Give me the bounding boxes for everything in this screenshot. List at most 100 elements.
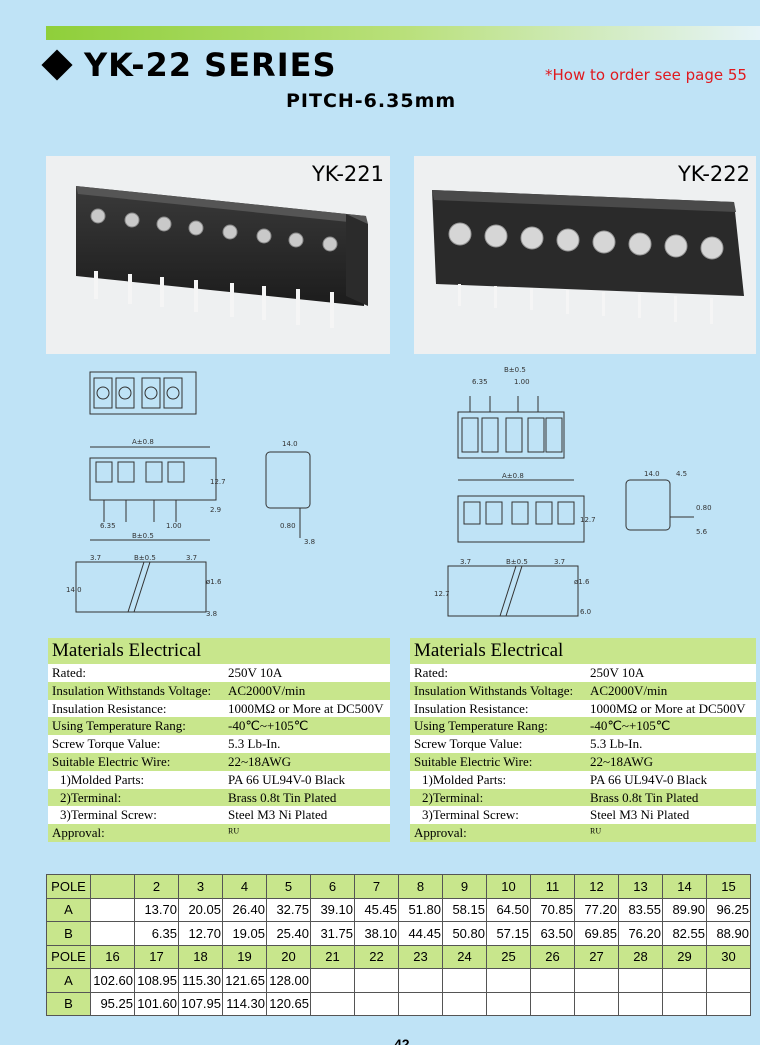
row-label-cell: B (46, 921, 91, 946)
mat-key: Screw Torque Value: (52, 736, 161, 752)
dim-a: A±0.8 (132, 438, 154, 446)
table-cell (354, 991, 399, 1016)
table-cell: 12.70 (178, 921, 223, 946)
dim-a-r: A±0.8 (502, 472, 524, 480)
table-cell: 101.60 (134, 991, 179, 1016)
table-cell: 51.80 (398, 897, 443, 922)
table-cell: 26.40 (222, 897, 267, 922)
table-cell: 21 (310, 944, 355, 969)
table-cell: 27 (574, 944, 619, 969)
table-cell: 115.30 (178, 968, 223, 993)
table-cell: 95.25 (90, 991, 135, 1016)
dim-37a-r: 3.7 (460, 558, 471, 566)
mat-key: 2)Terminal: (60, 789, 122, 805)
row-label-cell: B (46, 991, 91, 1016)
mat-key: Suitable Electric Wire: (52, 753, 171, 769)
materials-table-right: Materials Electrical Rated:250V 10A Insu… (410, 638, 756, 842)
table-cell: 9 (442, 874, 487, 899)
table-cell: 38.10 (354, 921, 399, 946)
dim-pitch: 6.35 (100, 522, 116, 530)
table-cell: 11 (530, 874, 575, 899)
mat-key: Insulation Resistance: (52, 700, 167, 716)
table-cell (90, 921, 135, 946)
mat-key: Approval: (52, 825, 105, 841)
table-cell: 32.75 (266, 897, 311, 922)
mat-key: Rated: (414, 665, 448, 680)
dim-37b-r: 3.7 (554, 558, 565, 566)
ul-approval-icon: ᴿᵁ (228, 825, 240, 841)
mat-val: PA 66 UL94V-0 Black (590, 771, 708, 787)
table-cell: 69.85 (574, 921, 619, 946)
table-cell: 7 (354, 874, 399, 899)
mat-key: 2)Terminal: (422, 789, 484, 805)
table-cell (706, 968, 751, 993)
table-cell: 45.45 (354, 897, 399, 922)
diamond-bullet-icon (41, 49, 73, 81)
table-cell: 3 (178, 874, 223, 899)
row-label-cell: POLE (46, 944, 91, 969)
materials-table-left: Materials Electrical Rated:250V 10A Insu… (48, 638, 390, 842)
table-cell: 20 (266, 944, 311, 969)
table-cell (618, 991, 663, 1016)
table-cell (310, 968, 355, 993)
table-cell: 50.80 (442, 921, 487, 946)
dim-140: 14.0 (282, 440, 298, 448)
table-cell (530, 991, 575, 1016)
dim-38: 3.8 (304, 538, 315, 546)
mat-val: AC2000V/min (590, 682, 668, 698)
table-cell: 2 (134, 874, 179, 899)
table-cell: 64.50 (486, 897, 531, 922)
mat-val: Steel M3 Ni Plated (228, 807, 328, 823)
dim-60-r: 6.0 (580, 608, 591, 616)
table-cell: 20.05 (178, 897, 223, 922)
materials-heading: Materials Electrical (410, 638, 756, 664)
photo-label-left: YK-221 (311, 162, 384, 186)
technical-drawing-left: A±0.8 B±0.5 6.35 1.00 14.0 12.7 2.9 0.80… (66, 371, 315, 618)
dim-127-r: 12.7 (580, 516, 596, 524)
dim-b2: B±0.5 (134, 554, 156, 562)
mat-key: Using Temperature Rang: (414, 718, 548, 734)
mat-val: 1000MΩ or More at DC500V (590, 700, 746, 716)
dim-b2-r: B±0.5 (506, 558, 528, 566)
table-cell (486, 968, 531, 993)
table-cell: 83.55 (618, 897, 663, 922)
table-cell: 24 (442, 944, 487, 969)
table-cell: 23 (398, 944, 443, 969)
dim-hole-r: ø1.6 (574, 578, 590, 586)
table-cell: 82.55 (662, 921, 707, 946)
dim-127b-r: 12.7 (434, 590, 450, 598)
mat-key: 1)Molded Parts: (422, 771, 507, 787)
table-cell: 70.85 (530, 897, 575, 922)
table-cell (618, 968, 663, 993)
table-cell (442, 968, 487, 993)
dim-14: 14.0 (66, 586, 82, 594)
series-title: YK-22 SERIES (84, 46, 337, 84)
table-cell (662, 968, 707, 993)
table-cell: 44.45 (398, 921, 443, 946)
dim-140-r: 14.0 (644, 470, 660, 478)
table-cell: 102.60 (90, 968, 135, 993)
dim-29: 2.9 (210, 506, 221, 514)
table-cell: 96.25 (706, 897, 751, 922)
table-cell: 89.90 (662, 897, 707, 922)
table-cell: 12 (574, 874, 619, 899)
photo-label-right: YK-222 (677, 162, 750, 186)
mat-key: Approval: (414, 825, 467, 841)
dim-080-r: 0.80 (696, 504, 712, 512)
table-cell: 25.40 (266, 921, 311, 946)
table-cell: 107.95 (178, 991, 223, 1016)
table-cell (662, 991, 707, 1016)
dim-pitch-r: 6.35 (472, 378, 488, 386)
mat-val: Steel M3 Ni Plated (590, 807, 690, 823)
table-cell: 29 (662, 944, 707, 969)
row-label-cell: A (46, 968, 91, 993)
mat-key: Insulation Resistance: (414, 700, 529, 716)
dim-hole: ø1.6 (206, 578, 222, 586)
mat-val: 22~18AWG (590, 753, 654, 769)
table-cell (442, 991, 487, 1016)
mat-val: 250V 10A (228, 665, 283, 680)
order-note: *How to order see page 55 (545, 66, 747, 84)
table-cell (354, 968, 399, 993)
mat-val: -40℃~+105℃ (228, 718, 309, 734)
